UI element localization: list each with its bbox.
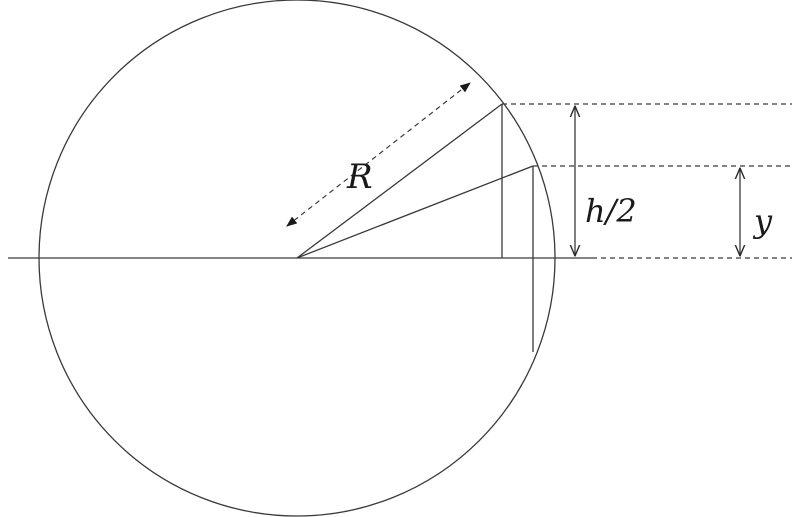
y-label: y: [752, 202, 773, 240]
radius-line-lower: [296, 165, 534, 259]
half-height-label: h/2: [585, 192, 637, 230]
radius-label: R: [346, 157, 373, 197]
radius-line-upper: [296, 103, 503, 259]
radius-arrow: [286, 82, 471, 227]
